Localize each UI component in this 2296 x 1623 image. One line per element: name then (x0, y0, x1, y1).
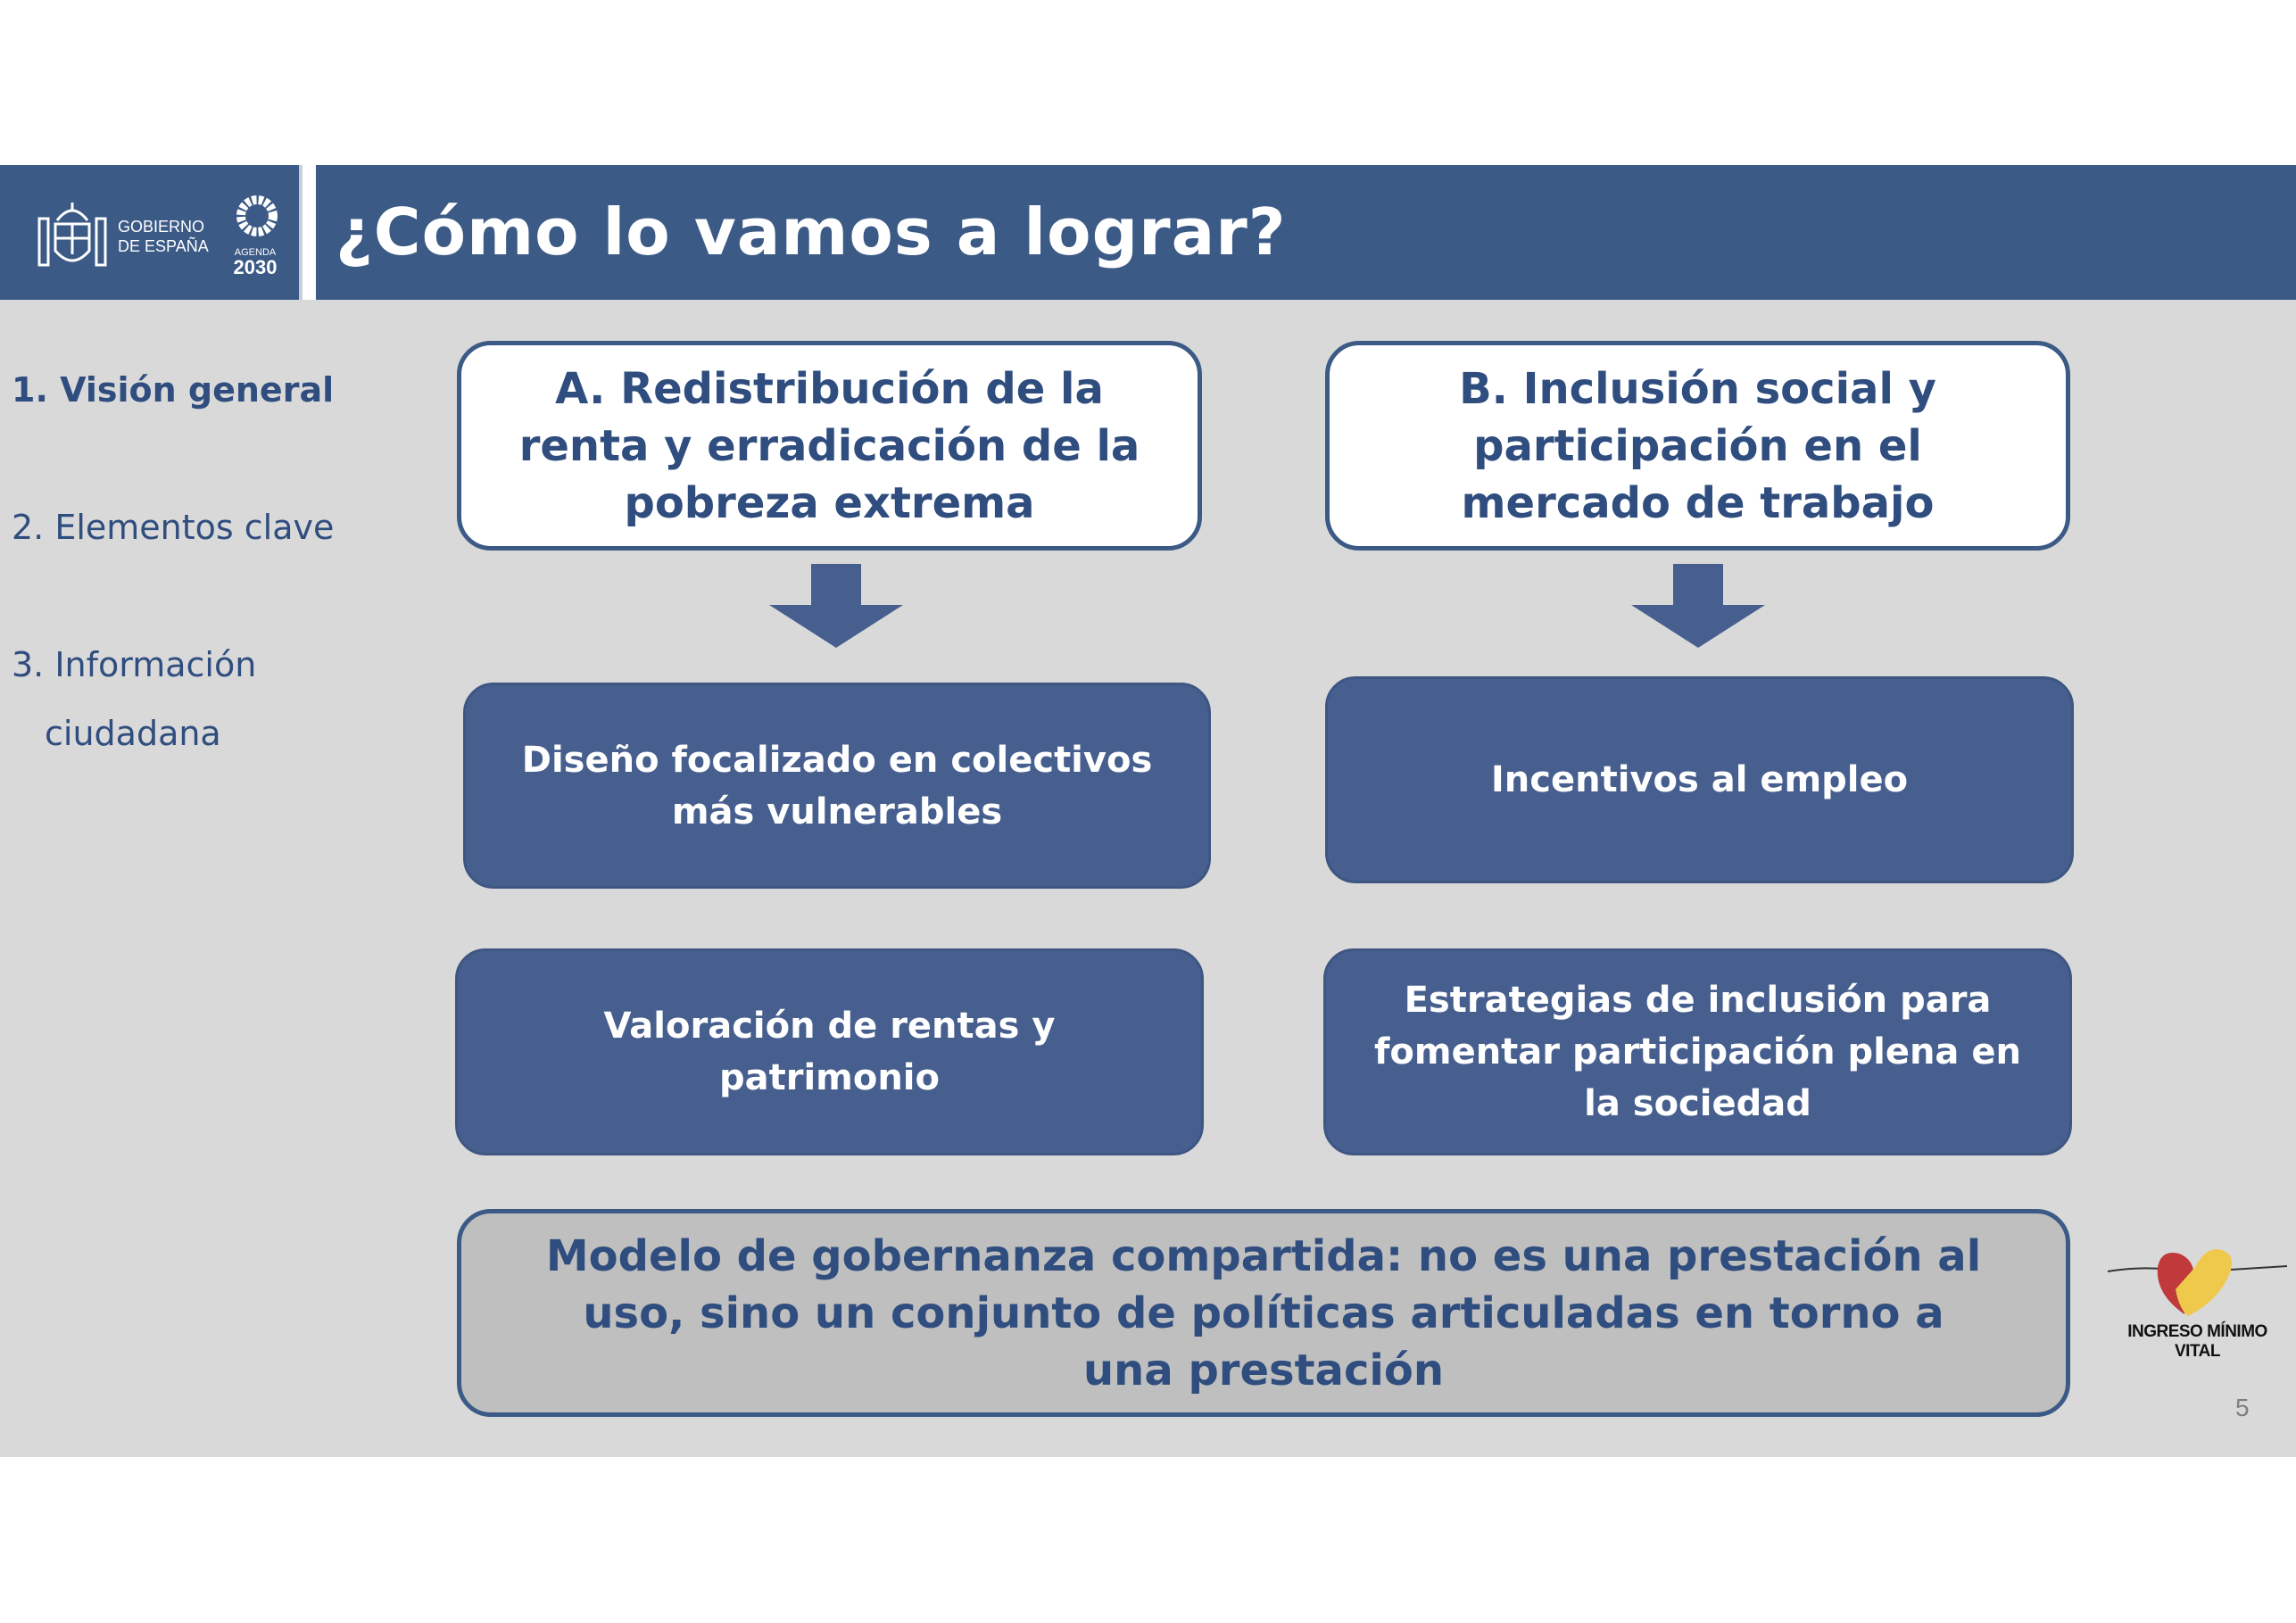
imv-logo-text: INGRESO MÍNIMO VITAL (2127, 1322, 2267, 1361)
item-box-b-1: Incentivos al empleo (1325, 676, 2074, 883)
title-bar: ¿Cómo lo vamos a lograr? (316, 165, 2296, 300)
coat-of-arms-icon (37, 203, 107, 267)
heading-box-b: B. Inclusión social y participación en e… (1325, 341, 2070, 551)
sidebar-item-elementos-clave[interactable]: 2. Elementos clave (12, 508, 335, 547)
item-box-b-2: Estrategias de inclusión para fomentar p… (1323, 948, 2072, 1155)
arrow-down-icon (769, 564, 903, 648)
imv-heart-handshake-icon (2107, 1249, 2288, 1316)
page-number: 5 (2235, 1394, 2250, 1421)
page-title: ¿Cómo lo vamos a lograr? (336, 195, 1287, 269)
agenda-2030-ring-icon (236, 195, 278, 236)
sidebar-item-ciudadana[interactable]: ciudadana (45, 714, 221, 753)
arrow-down-icon (1631, 564, 1765, 648)
item-box-a-1: Diseño focalizado en colectivos más vuln… (463, 683, 1211, 889)
sidebar-item-informacion[interactable]: 3. Información (12, 645, 257, 684)
sidebar-item-vision-general[interactable]: 1. Visión general (12, 370, 335, 410)
governance-box: Modelo de gobernanza compartida: no es u… (457, 1209, 2070, 1417)
heading-box-a: A. Redistribución de la renta y erradica… (457, 341, 1202, 551)
item-box-a-2: Valoración de rentas y patrimonio (455, 948, 1204, 1155)
